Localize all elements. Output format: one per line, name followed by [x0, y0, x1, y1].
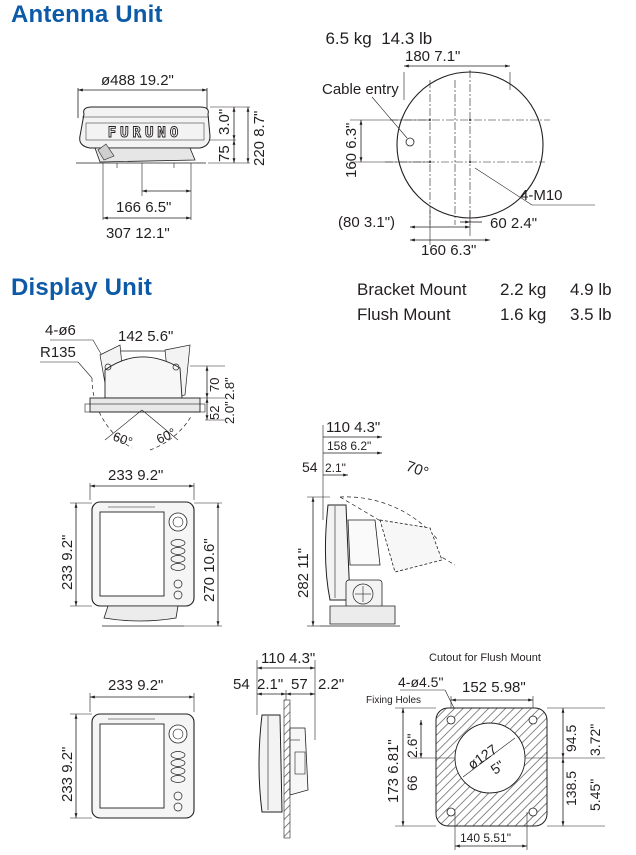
bracket-angle-right: 60°: [154, 425, 178, 447]
cutout-width: 152 5.98": [462, 679, 526, 696]
side-depth-total: 158 6.2": [327, 439, 371, 453]
display-weight-flush: Flush Mount 1.6 kg 3.5 lb: [357, 305, 612, 325]
antenna-weight-kg: 6.5 kg: [325, 29, 372, 48]
antenna-height-upper: 3.0": [216, 109, 233, 135]
bracket-radius-label: R135: [40, 344, 76, 361]
side-depth: 110 4.3": [326, 419, 380, 436]
weight-lb: 4.9 lb: [570, 280, 612, 299]
cutout-right-top: 94.5: [563, 725, 579, 752]
display-front-height-total: 270 10.6": [201, 538, 218, 602]
bracket-h1: 70: [207, 378, 222, 392]
antenna-height-base: 75: [216, 145, 233, 162]
bracket-holes-label: 4-ø6: [45, 322, 76, 339]
cutout-left-in: 2.6": [404, 734, 420, 758]
antenna-base-outer: 307 12.1": [106, 225, 170, 242]
display-side-view: 110 4.3" 158 6.2" 54 2.1" 70° 282 11": [295, 419, 456, 627]
display-unit-heading: Display Unit: [11, 274, 153, 301]
bracket-h2: 52: [207, 406, 222, 420]
antenna-top-width: 180 7.1": [405, 48, 460, 65]
weight-lb: 3.5 lb: [570, 305, 612, 324]
flush-front-width: 233 9.2": [108, 677, 163, 694]
display-front-width: 233 9.2": [108, 467, 163, 484]
flush-side-depth: 110 4.3": [261, 650, 315, 667]
flush-front-view: 233 9.2" 233 9.2": [59, 677, 195, 819]
antenna-top-view: 180 7.1" Cable entry 160 6.3" 4-M10 (80 …: [322, 48, 595, 259]
side-tilt-angle: 70°: [404, 458, 431, 482]
antenna-side-view: ø488 19.2" FURUNO 3.0" 75 220 8.7" 166 6…: [76, 72, 268, 242]
antenna-weight: 6.5 kg 14.3 lb: [316, 9, 432, 49]
cutout-left-height: 173 6.81": [385, 739, 402, 803]
flush-front-height: 233 9.2": [59, 747, 76, 802]
side-front-depth: 54: [302, 459, 318, 475]
weight-mount-label: Bracket Mount: [357, 280, 467, 299]
bracket-h1-in: 2.8": [222, 377, 237, 400]
cutout-right-top-in: 3.72": [587, 724, 603, 756]
cutout-left-mm: 66: [404, 775, 420, 791]
cable-entry-label: Cable entry: [322, 81, 399, 98]
flush-side-front-in: 2.1": [257, 676, 283, 693]
antenna-bottom-width: 160 6.3": [421, 242, 476, 259]
weight-kg: 2.2 kg: [500, 280, 547, 299]
antenna-weight-lb: 14.3 lb: [381, 29, 433, 48]
side-height: 282 11": [295, 548, 312, 598]
antenna-left-height: 160 6.3": [343, 123, 360, 178]
cutout-holes-label: Fixing Holes: [366, 695, 421, 706]
bracket-angle-left: 60°: [111, 429, 135, 450]
cutout-right-bot: 138.5: [563, 771, 579, 806]
bracket-h2-in: 2.0": [222, 401, 237, 424]
bracket-spacing-label: 142 5.6": [118, 328, 173, 345]
display-weight-bracket: Bracket Mount 2.2 kg 4.9 lb: [357, 280, 612, 300]
weight-mount-label: Flush Mount: [357, 305, 451, 324]
bracket-top-view: 4-ø6 142 5.6" R135 60° 60° 70 2.8" 52 2.…: [40, 322, 237, 451]
weight-kg: 1.6 kg: [500, 305, 547, 324]
antenna-height-total: 220 8.7": [251, 111, 268, 166]
cutout-right-bot-in: 5.45": [587, 779, 603, 811]
antenna-unit-heading: Antenna Unit: [11, 1, 163, 28]
cutout-bottom: 140 5.51": [460, 831, 511, 845]
cutout-holes: 4-ø4.5": [398, 674, 443, 690]
antenna-base-inner: 166 6.5": [116, 199, 171, 216]
antenna-bolts-label: 4-M10: [520, 187, 563, 204]
cutout-title: Cutout for Flush Mount: [429, 652, 541, 664]
flush-side-view: 110 4.3" 54 2.1" 57 2.2": [233, 650, 344, 839]
display-front-height-body: 233 9.2": [59, 535, 76, 590]
antenna-brand: FURUNO: [108, 125, 183, 141]
flush-side-rear: 57: [291, 676, 308, 693]
flush-side-rear-in: 2.2": [318, 676, 344, 693]
antenna-offset: (80 3.1"): [338, 214, 395, 231]
side-front-depth-in: 2.1": [325, 461, 346, 475]
display-front-view: 233 9.2" 233 9.2" 270 10.6": [59, 467, 222, 627]
antenna-offset-right: 60 2.4": [490, 215, 537, 232]
antenna-diameter-label: ø488 19.2": [101, 72, 174, 89]
flush-cutout: Cutout for Flush Mount 4-ø4.5" Fixing Ho…: [366, 652, 605, 850]
flush-side-front: 54: [233, 676, 250, 693]
